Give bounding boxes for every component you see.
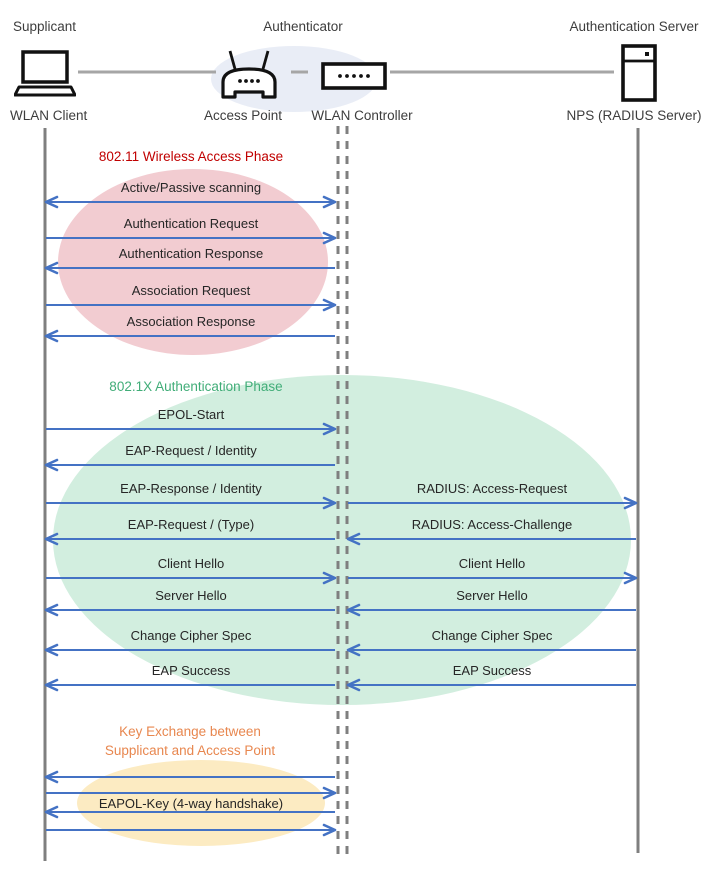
message-arrow — [44, 643, 335, 657]
phase-2-title: 802.1X Authentication Phase — [109, 379, 283, 394]
caption-nps-server: NPS (RADIUS Server) — [566, 108, 702, 123]
message-label: Association Request — [131, 283, 251, 298]
caption-wlan-client: WLAN Client — [10, 108, 88, 123]
message-arrow — [46, 496, 337, 510]
wlan-controller-icon — [321, 62, 387, 90]
role-authenticator: Authenticator — [263, 19, 343, 34]
message-label: EAP-Request / (Type) — [127, 517, 255, 532]
message-arrow — [346, 532, 636, 546]
message-arrow — [348, 571, 638, 585]
message-arrow — [346, 678, 636, 692]
message-arrow — [346, 603, 636, 617]
message-label: EAP-Request / Identity — [125, 443, 257, 458]
message-arrow — [44, 678, 335, 692]
message-arrow — [346, 643, 636, 657]
message-label: Authentication Request — [123, 216, 259, 231]
message-label: EAPOL-Key (4-way handshake) — [98, 796, 284, 811]
message-label: Active/Passive scanning — [120, 180, 262, 195]
message-arrow — [348, 496, 638, 510]
caption-access-point: Access Point — [203, 108, 283, 123]
message-label: EPOL-Start — [157, 407, 225, 422]
message-arrow — [46, 231, 337, 245]
message-arrow — [44, 805, 335, 819]
message-label: Client Hello — [458, 556, 526, 571]
phase-3-title: Key Exchange between Supplicant and Acce… — [104, 724, 276, 758]
message-arrow — [44, 603, 335, 617]
message-arrow — [46, 823, 337, 837]
phase-1-ellipse — [58, 169, 328, 355]
message-label: Association Response — [126, 314, 256, 329]
message-arrow — [46, 298, 337, 312]
role-authentication-server: Authentication Server — [569, 19, 699, 34]
phase-3-ellipse — [77, 760, 325, 846]
message-arrow — [44, 195, 337, 209]
message-arrow — [46, 786, 337, 800]
message-label: EAP-Response / Identity — [120, 481, 262, 496]
message-arrow — [44, 532, 335, 546]
message-arrow — [46, 422, 337, 436]
message-arrow — [46, 571, 337, 585]
message-label: RADIUS: Access-Challenge — [411, 517, 573, 532]
phase-1-title: 802.11 Wireless Access Phase — [98, 149, 284, 164]
message-label: Change Cipher Spec — [130, 628, 252, 643]
message-label: RADIUS: Access-Request — [416, 481, 568, 496]
message-arrow — [44, 770, 335, 784]
message-label: EAP Success — [151, 663, 231, 678]
laptop-icon — [13, 50, 77, 98]
message-arrow — [44, 261, 335, 275]
message-label: EAP Success — [452, 663, 532, 678]
caption-wlan-controller: WLAN Controller — [311, 108, 413, 123]
message-label: Authentication Response — [118, 246, 264, 261]
message-label: Server Hello — [456, 588, 528, 603]
access-point-icon — [219, 49, 279, 101]
message-label: Server Hello — [155, 588, 227, 603]
message-arrow — [44, 329, 335, 343]
role-supplicant: Supplicant — [13, 19, 77, 34]
message-label: Change Cipher Spec — [431, 628, 553, 643]
message-label: Client Hello — [157, 556, 225, 571]
server-icon — [619, 44, 659, 102]
message-arrow — [44, 458, 335, 472]
